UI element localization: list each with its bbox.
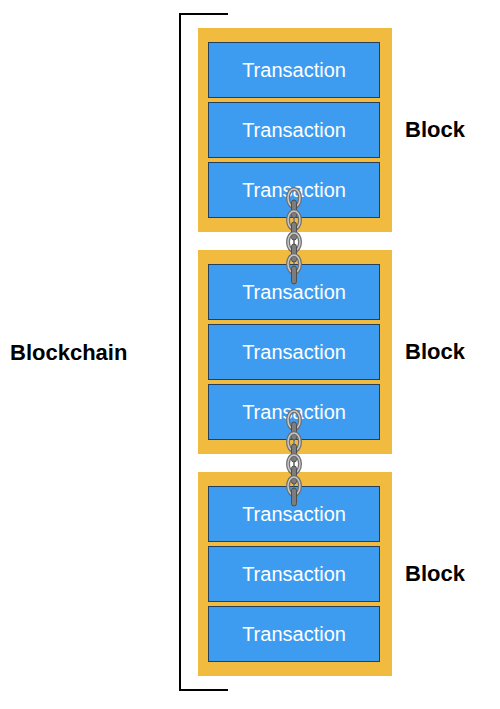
chain-link-ring (288, 455, 300, 473)
block-box: BlockTransactionTransactionTransaction (198, 28, 392, 232)
transaction-box: Transaction (208, 162, 380, 218)
transaction-label: Transaction (242, 623, 346, 646)
transaction-box: Transaction (208, 606, 380, 662)
transaction-label: Transaction (242, 563, 346, 586)
chain-link (288, 233, 300, 251)
diagram-label: Blockchain (10, 340, 127, 366)
transaction-label: Transaction (242, 341, 346, 364)
chain-link-shine (288, 455, 300, 473)
transaction-box: Transaction (208, 264, 380, 320)
transaction-label: Transaction (242, 119, 346, 142)
block-label: Block (405, 561, 465, 587)
transaction-box: Transaction (208, 546, 380, 602)
transaction-box: Transaction (208, 324, 380, 380)
transaction-label: Transaction (242, 179, 346, 202)
transaction-box: Transaction (208, 102, 380, 158)
chain-link-ring (288, 233, 300, 251)
transaction-label: Transaction (242, 401, 346, 424)
transaction-label: Transaction (242, 281, 346, 304)
transaction-box: Transaction (208, 486, 380, 542)
transaction-box: Transaction (208, 42, 380, 98)
block-box: BlockTransactionTransactionTransaction (198, 250, 392, 454)
block-box: BlockTransactionTransactionTransaction (198, 472, 392, 676)
transaction-label: Transaction (242, 503, 346, 526)
chain-link-shine (288, 233, 300, 251)
transaction-box: Transaction (208, 384, 380, 440)
chain-link (288, 455, 300, 473)
block-label: Block (405, 117, 465, 143)
transaction-label: Transaction (242, 59, 346, 82)
block-label: Block (405, 339, 465, 365)
